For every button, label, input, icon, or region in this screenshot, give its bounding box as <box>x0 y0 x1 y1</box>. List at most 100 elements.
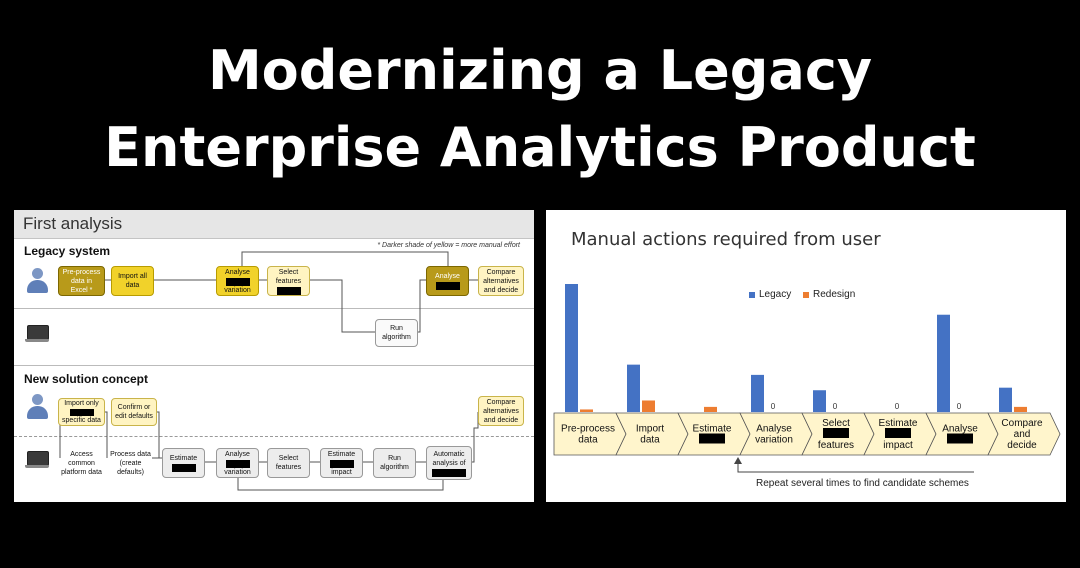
step-label: Compare <box>486 268 516 276</box>
first-analysis-panel: First analysis Legacy system * Darker sh… <box>14 210 534 502</box>
step-label: Select <box>278 268 299 276</box>
category-label: Estimate <box>879 418 918 429</box>
step-label: Select <box>278 455 299 462</box>
step-label: Compare <box>486 398 516 406</box>
redaction-block <box>432 468 466 477</box>
step-label: Run <box>390 325 403 332</box>
step-import-specific-data: Import only specific data <box>58 398 105 426</box>
step-label: Pre-process <box>62 268 101 276</box>
legend-swatch <box>803 291 809 298</box>
step-label: Import all <box>118 273 147 280</box>
repeat-arrow-line <box>737 462 974 473</box>
step-label: data in <box>70 277 93 285</box>
step-label: algorithm <box>382 334 411 341</box>
step-label: Run <box>388 455 401 462</box>
bar-redesign <box>642 400 655 412</box>
step-estimate-impact: Estimate impact <box>320 448 363 478</box>
step-label: alternatives <box>483 277 519 285</box>
zero-value-label: 0 <box>957 402 962 411</box>
redaction-block <box>276 286 301 295</box>
repeat-arrow-head <box>734 457 742 464</box>
step-label: Automatic <box>433 450 465 458</box>
step-label: (create <box>119 459 142 467</box>
page-title-line-1: Modernizing a Legacy <box>207 39 873 102</box>
step-label: analysis of <box>432 459 466 467</box>
bar-legacy <box>627 364 640 412</box>
step-process-data: Process data (create defaults) <box>109 447 152 479</box>
category-label: Analyse <box>756 424 792 435</box>
section-divider <box>14 365 534 366</box>
step-label: variation <box>224 286 251 294</box>
step-analyse-variation-new: Analyse variation <box>216 448 259 478</box>
category-label: Select <box>822 418 850 429</box>
step-label: variation <box>224 468 251 476</box>
flow-connectors <box>59 251 479 491</box>
step-pre-process-excel: Pre-process data in Excel * <box>58 266 105 296</box>
step-confirm-defaults: Confirm or edit defaults <box>111 398 157 426</box>
category-label: Pre-process <box>561 424 615 435</box>
step-label: Access <box>70 450 93 458</box>
bar-legacy <box>565 284 578 412</box>
category-label: Import <box>636 424 665 435</box>
process-chevron <box>987 412 1061 456</box>
user-icon <box>26 394 48 420</box>
page-title-line-2: Enterprise Analytics Product <box>104 116 976 179</box>
step-label: Analyse <box>225 450 250 458</box>
step-label: algorithm <box>380 464 409 471</box>
step-analyse-variation: Analyse variation <box>216 266 259 296</box>
bar-redesign <box>1014 406 1027 412</box>
legend-item-legacy: Legacy <box>749 289 791 300</box>
step-label: and decide <box>483 416 519 424</box>
step-label: Import only <box>64 400 99 407</box>
category-label: features <box>818 440 854 451</box>
category-label: Analyse <box>942 424 978 435</box>
step-label: Excel * <box>70 286 93 294</box>
redaction-block <box>885 428 911 438</box>
step-label: edit defaults <box>115 413 153 420</box>
category-label: Compare <box>1001 418 1043 429</box>
step-estimate: Estimate <box>162 448 205 478</box>
step-analyse: Analyse <box>426 266 469 296</box>
redaction-block <box>171 464 196 472</box>
step-compare-decide: Compare alternatives and decide <box>478 266 524 296</box>
redaction-block <box>947 433 973 444</box>
step-label: Analyse <box>435 273 460 280</box>
step-label: Process data <box>110 450 151 458</box>
new-section-title: New solution concept <box>24 372 149 386</box>
category-label: impact <box>883 440 913 451</box>
step-label: features <box>275 464 302 471</box>
step-compare-decide-new: Compare alternatives and decide <box>478 396 524 426</box>
zero-value-label: 0 <box>895 402 900 411</box>
user-icon <box>26 268 48 294</box>
step-access-platform-data: Access common platform data <box>58 447 105 479</box>
step-label: defaults) <box>117 468 144 476</box>
step-label: Estimate <box>327 450 356 458</box>
step-import-all-data: Import all data <box>111 266 154 296</box>
legend-swatch <box>749 291 755 298</box>
repeat-footnote: Repeat several times to find candidate s… <box>756 478 969 489</box>
step-label: Estimate <box>169 455 198 462</box>
step-select-features: Select features <box>267 266 310 296</box>
redaction-block <box>329 459 354 468</box>
redaction-block <box>225 459 250 468</box>
redaction-block <box>823 428 849 438</box>
legend-label: Legacy <box>759 289 792 300</box>
manual-actions-chart-panel: Manual actions required from user Legacy… <box>546 210 1066 502</box>
laptop-icon <box>25 325 49 343</box>
category-label: data <box>578 435 598 446</box>
category-label: variation <box>755 435 793 446</box>
step-automatic-analysis: Automatic analysis of <box>426 446 472 480</box>
bar-redesign <box>704 406 717 412</box>
lane-divider-dashed <box>14 436 534 437</box>
redaction-block <box>699 433 725 444</box>
zero-value-label: 0 <box>833 402 838 411</box>
laptop-icon <box>25 451 49 469</box>
category-label: decide <box>1007 440 1037 451</box>
legend-item-redesign: Redesign <box>803 289 855 300</box>
shade-note: * Darker shade of yellow = more manual e… <box>377 242 520 249</box>
step-label: common <box>68 459 95 467</box>
step-label: Confirm or <box>117 404 151 411</box>
panel-heading: First analysis <box>14 210 534 239</box>
step-label: and decide <box>483 286 519 294</box>
